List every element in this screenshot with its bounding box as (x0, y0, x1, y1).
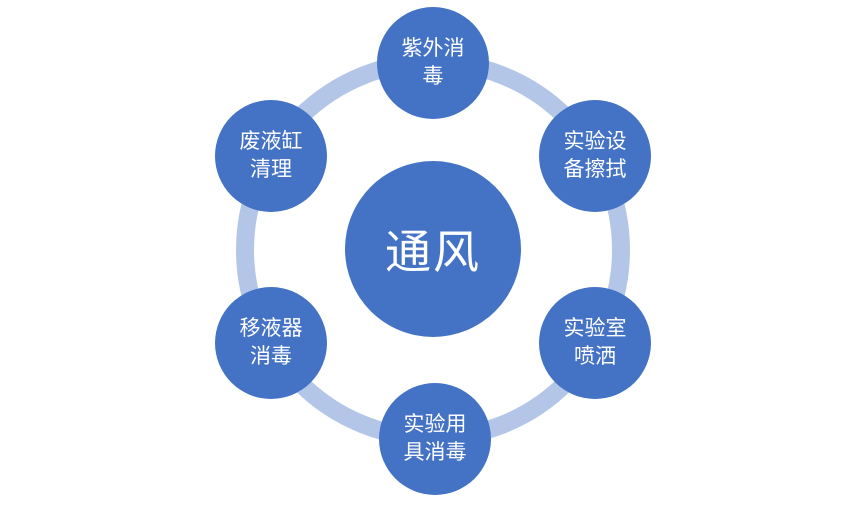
node-label: 实验室 喷洒 (563, 316, 627, 368)
node-label: 紫外消 毒 (401, 36, 465, 88)
center-node-ventilation: 通风 (345, 161, 521, 337)
node-utensil-disinfection: 实验用 具消毒 (379, 383, 491, 495)
node-equipment-wiping: 实验设 备擦拭 (539, 100, 651, 212)
node-uv-disinfection: 紫外消 毒 (377, 7, 489, 119)
node-pipette-disinfection: 移液器 消毒 (215, 287, 327, 399)
node-label: 废液缸 清理 (239, 129, 303, 181)
node-waste-tank-cleaning: 废液缸 清理 (215, 100, 327, 212)
node-label: 实验设 备擦拭 (563, 129, 627, 181)
node-label: 实验用 具消毒 (403, 412, 467, 464)
node-label: 移液器 消毒 (239, 316, 303, 368)
node-lab-spraying: 实验室 喷洒 (539, 287, 651, 399)
center-node-label: 通风 (385, 226, 481, 278)
